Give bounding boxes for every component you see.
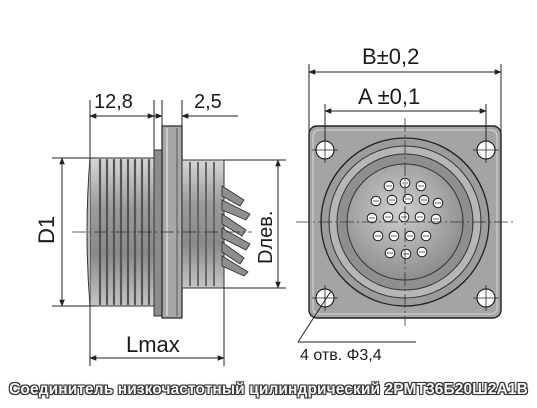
contact-pins [221, 185, 251, 277]
dim-b: B±0,2 [362, 44, 419, 69]
dim-l-max: Lmax [126, 332, 180, 357]
connector-collar [153, 149, 163, 317]
connector-flange [161, 125, 183, 319]
dimension-d1 [52, 157, 96, 307]
dimension-b [308, 64, 502, 132]
holes-leader [297, 290, 416, 343]
side-view [72, 125, 252, 319]
connector-rear-body [181, 159, 225, 289]
dimension-top-lengths [89, 100, 238, 160]
dim-holes: 4 отв. Φ3,4 [300, 347, 382, 364]
front-center-lines [296, 118, 514, 326]
dimension-d-lev [224, 159, 286, 289]
dimension-a [324, 104, 487, 140]
caption: Соединитель низкочастотный цилиндрически… [9, 381, 528, 398]
dimension-l-max [89, 288, 225, 366]
dim-length-front: 12,8 [94, 91, 133, 113]
dim-d1: D1 [34, 216, 59, 244]
barrel-front-edge [86, 157, 91, 307]
dim-a: A ±0,1 [358, 84, 420, 109]
dim-length-flange: 2,5 [194, 91, 222, 113]
dim-d-lev: Dлев. [255, 211, 277, 264]
front-view [296, 118, 514, 326]
